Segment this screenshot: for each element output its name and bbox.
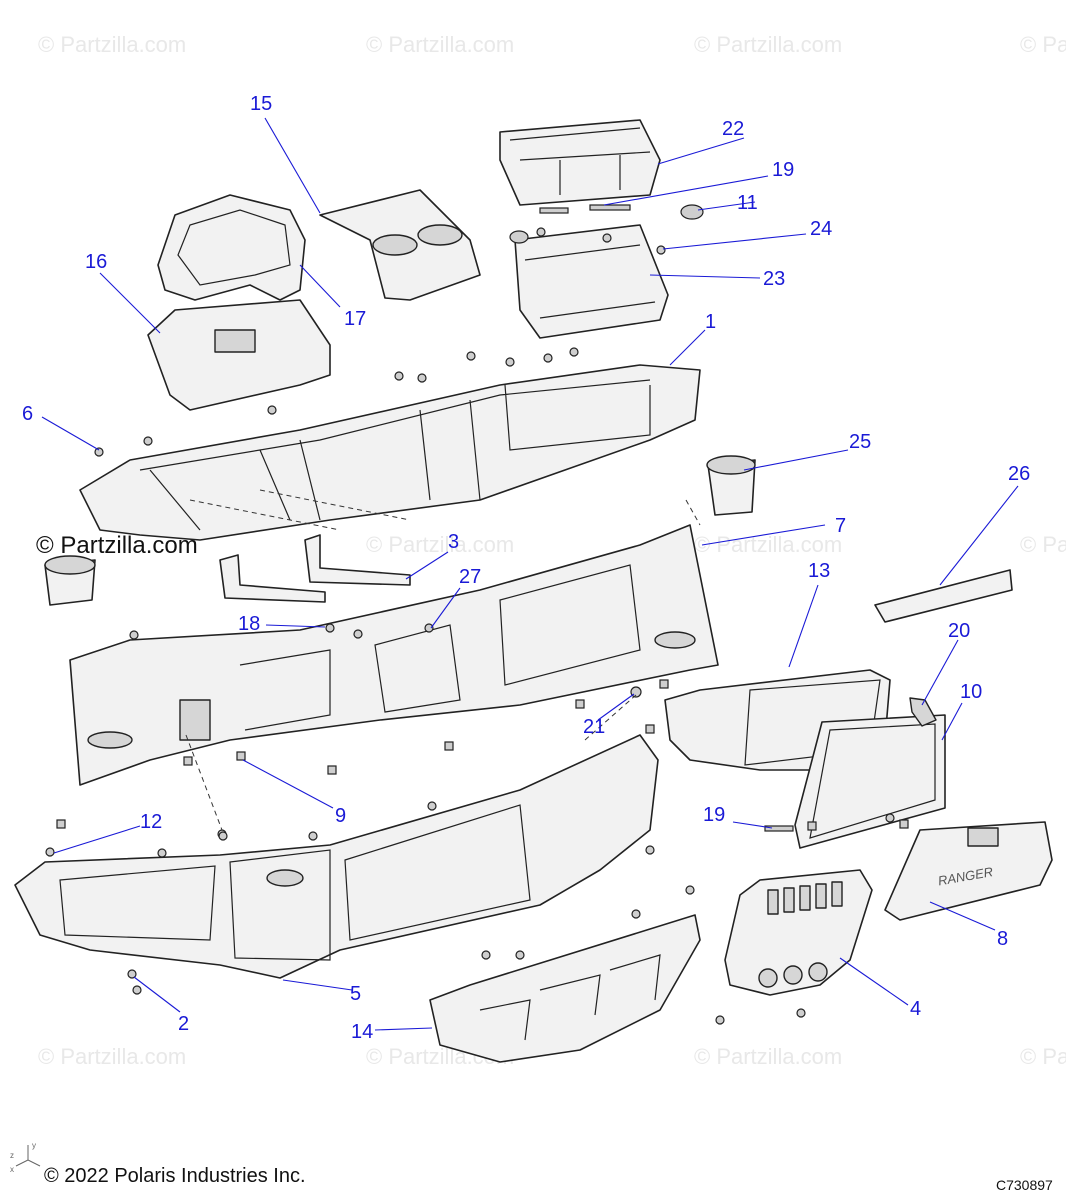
callout-7: 7 [835,515,846,537]
part-14-lower-panel [429,914,701,1063]
callout-4: 4 [910,998,921,1020]
callout-24: 24 [810,218,832,240]
part-5-lower-dash [14,734,659,979]
callout-1: 1 [705,311,716,333]
part-20-latch [909,697,937,727]
callout-13: 13 [808,560,830,582]
callout-27: 27 [459,566,481,588]
callout-10: 10 [960,681,982,703]
watermark: © Partzilla.com [1020,1044,1066,1069]
axis-x-label: x [10,1165,14,1174]
callout-15: 15 [250,93,272,115]
callout-9: 9 [335,805,346,827]
callout-22: 22 [722,118,744,140]
callout-17: 17 [344,308,366,330]
callout-12: 12 [140,811,162,833]
axis-triad-icon: z y x [10,1141,41,1174]
callout-5: 5 [350,983,361,1005]
callout-2: 2 [178,1013,189,1035]
part-25-cup-insert [706,455,756,516]
watermark: © Partzilla.com [38,1044,186,1069]
part-26-trim-strip [874,569,1013,623]
part-17-gauge-bezel [157,194,306,301]
axis-y-label: y [32,1141,36,1150]
part-3-brackets [189,489,411,603]
part-10-door-inner [794,714,946,849]
part-cup-insert-left [44,555,96,606]
part-16-gauge-housing [147,299,331,411]
callout-20: 20 [948,620,970,642]
callout-11: 11 [737,192,758,214]
callout-19-top: 19 [772,159,794,181]
watermark: © Partzilla.com [366,532,514,557]
watermark: © Partzilla.com [694,32,842,57]
watermark: © Partzilla.com [694,532,842,557]
watermark: © Partzilla.com [38,32,186,57]
watermark: © Partzilla.com [366,32,514,57]
watermark-layer: © Partzilla.com © Partzilla.com © Partzi… [36,32,1066,1069]
callout-18: 18 [238,613,260,635]
part-22-storage-lid [499,119,661,206]
callout-labels: 1 2 3 4 5 6 7 8 9 10 11 12 13 14 15 16 1… [22,93,1030,1043]
fasteners-top [94,204,704,457]
part-4-switch-bezel [724,869,873,996]
part-7-dash-frame [69,524,719,786]
callout-25: 25 [849,431,871,453]
leader-lines [41,117,1019,1031]
callout-26: 26 [1008,463,1030,485]
callout-23: 23 [763,268,785,290]
part-8-door-outer: RANGER [884,821,1053,921]
callout-6: 6 [22,403,33,425]
callout-16: 16 [85,251,107,273]
part-1-upper-dash [79,364,701,541]
part-23-tray [514,224,669,339]
watermark: © Partzilla.com [694,1044,842,1069]
copyright-text: © 2022 Polaris Industries Inc. [44,1165,306,1187]
callout-14: 14 [351,1021,373,1043]
callout-19-bottom: 19 [703,804,725,826]
drawing-code: C730897 [996,1177,1053,1193]
watermark: © Partzilla.com [1020,32,1066,57]
part-15-cupholder-console [319,189,481,301]
axis-z-label: z [10,1151,14,1160]
callout-21: 21 [583,716,605,738]
watermark: © Partzilla.com [1020,532,1066,557]
fasteners-lower [45,499,909,1025]
callout-8: 8 [997,928,1008,950]
callout-3: 3 [448,531,459,553]
